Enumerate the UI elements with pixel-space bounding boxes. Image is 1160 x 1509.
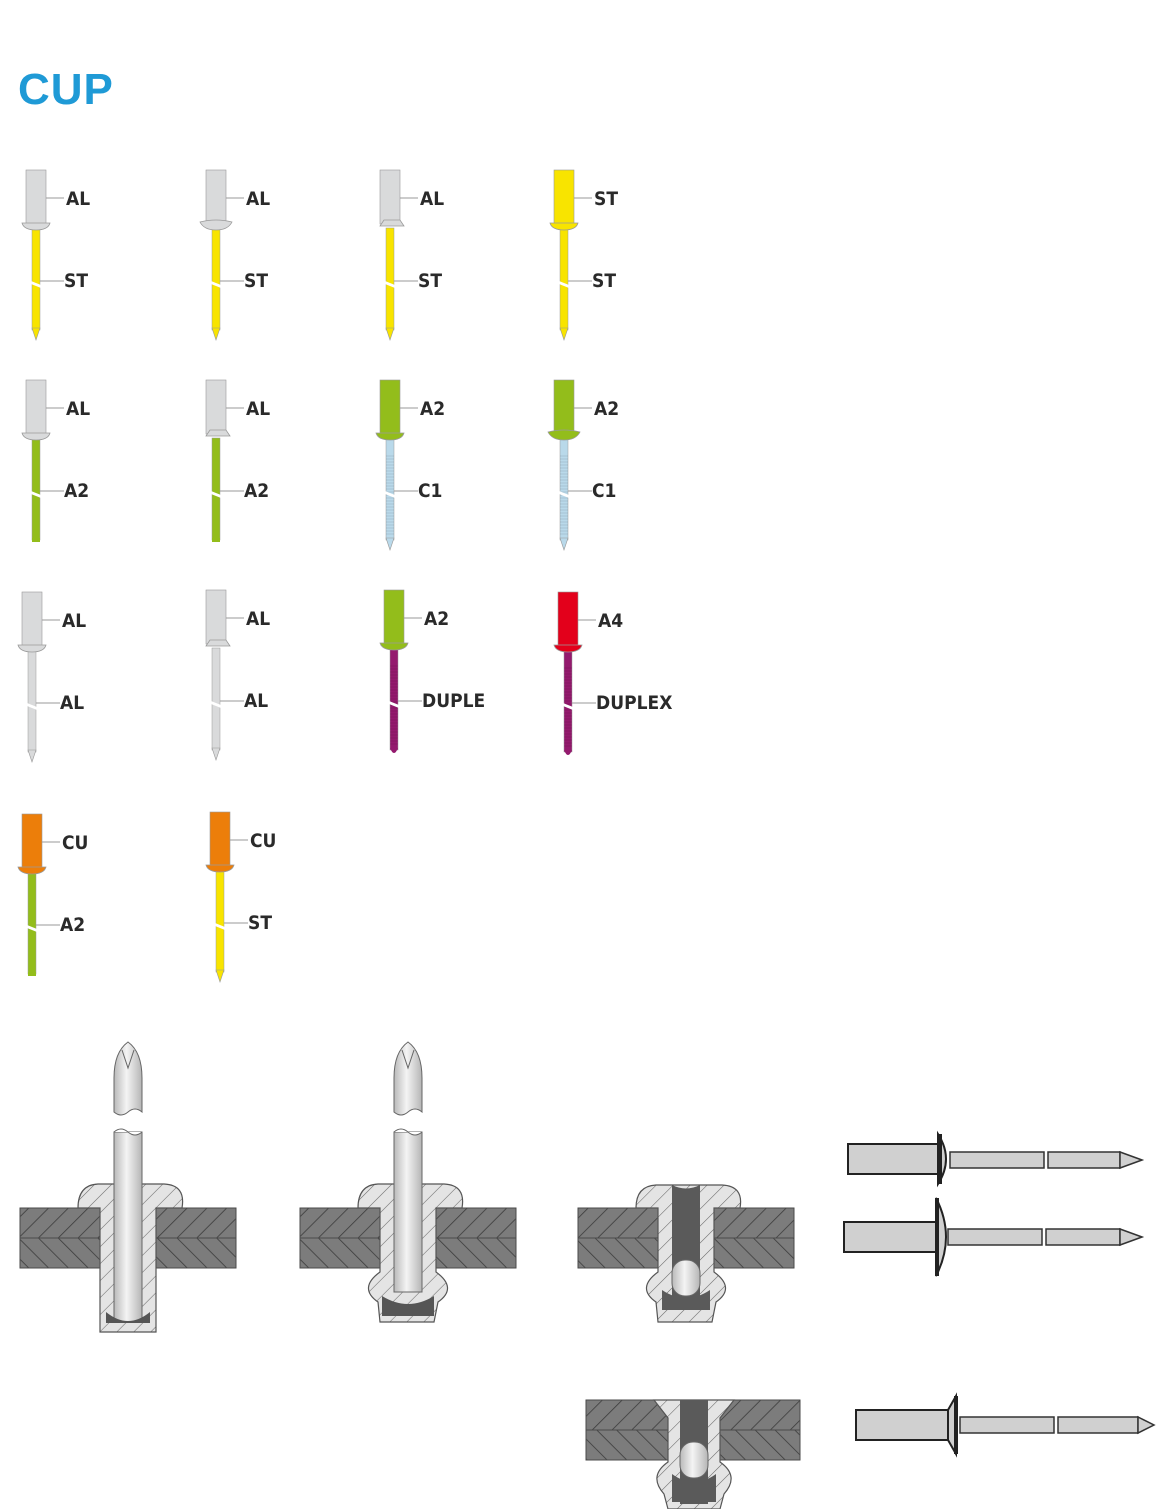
mandrel-material-label: A2: [64, 480, 90, 502]
side-view-dome-and-large-flange: [842, 1130, 1152, 1280]
rivet-a4-duplex: A4 DUPLEX: [550, 590, 720, 775]
body-material-label: A4: [598, 610, 624, 632]
rivet-icon: [549, 169, 592, 341]
body-material-label: A2: [424, 608, 450, 630]
body-material-label: CU: [250, 830, 277, 852]
rivet-icon: [17, 813, 60, 976]
rivet-icon: [547, 379, 592, 551]
rivet-al-al: AL AL: [14, 590, 184, 775]
body-material-label: AL: [246, 188, 271, 210]
body-material-label: CU: [62, 832, 89, 854]
rivet-a2-c1: A2 C1: [546, 378, 716, 563]
cross-section-set-dome: [576, 1180, 798, 1330]
mandrel-material-label: A2: [60, 914, 86, 936]
body-material-label: AL: [246, 608, 271, 630]
body-material-label: A2: [594, 398, 620, 420]
rivet-icon: [379, 169, 418, 341]
body-material-label: A2: [420, 398, 446, 420]
mandrel-material-label: C1: [592, 480, 617, 502]
mandrel-material-label: DUPLE: [422, 690, 486, 712]
side-view-countersunk: [852, 1392, 1160, 1462]
rivet-st-st: ST ST: [546, 168, 716, 353]
rivet-icon: [205, 379, 244, 542]
rivet-icon: [21, 169, 64, 341]
rivet-al-st: AL ST: [198, 168, 368, 353]
rivet-icon: [17, 591, 60, 763]
rivet-icon: [375, 379, 418, 551]
mandrel-material-label: AL: [244, 690, 269, 712]
mandrel-material-label: ST: [244, 270, 268, 292]
mandrel-material-label: A2: [244, 480, 270, 502]
mandrel-material-label: ST: [592, 270, 616, 292]
page-title: CUP: [18, 65, 114, 114]
mandrel-material-label: DUPLEX: [596, 692, 673, 714]
rivet-icon: [199, 169, 244, 341]
rivet-al-a2: AL A2: [198, 378, 368, 563]
cross-section-set-countersunk: [584, 1398, 806, 1509]
rivet-al-st: AL ST: [18, 168, 188, 353]
rivet-al-st: AL ST: [372, 168, 542, 353]
rivet-al-a2: AL A2: [18, 378, 188, 563]
rivet-cu-a2: CU A2: [14, 812, 184, 997]
body-material-label: AL: [66, 188, 91, 210]
mandrel-material-label: ST: [64, 270, 88, 292]
mandrel-material-label: C1: [418, 480, 443, 502]
rivet-icon: [205, 811, 248, 983]
rivet-icon: [379, 589, 422, 753]
body-material-label: ST: [594, 188, 618, 210]
cross-section-unset-dome: [18, 1040, 240, 1340]
body-material-label: AL: [62, 610, 87, 632]
rivet-a2-duple: A2 DUPLE: [376, 588, 546, 773]
body-material-label: AL: [420, 188, 445, 210]
mandrel-material-label: AL: [60, 692, 85, 714]
mandrel-material-label: ST: [248, 912, 272, 934]
mandrel-material-label: ST: [418, 270, 442, 292]
rivet-icon: [205, 589, 244, 761]
rivet-a2-c1: A2 C1: [372, 378, 542, 563]
rivet-icon: [21, 379, 64, 542]
cross-section-unset-dome-bulged: [298, 1040, 520, 1340]
body-material-label: AL: [66, 398, 91, 420]
rivet-icon: [553, 591, 596, 755]
rivet-cu-st: CU ST: [202, 810, 372, 995]
body-material-label: AL: [246, 398, 271, 420]
rivet-al-al: AL AL: [198, 588, 368, 773]
